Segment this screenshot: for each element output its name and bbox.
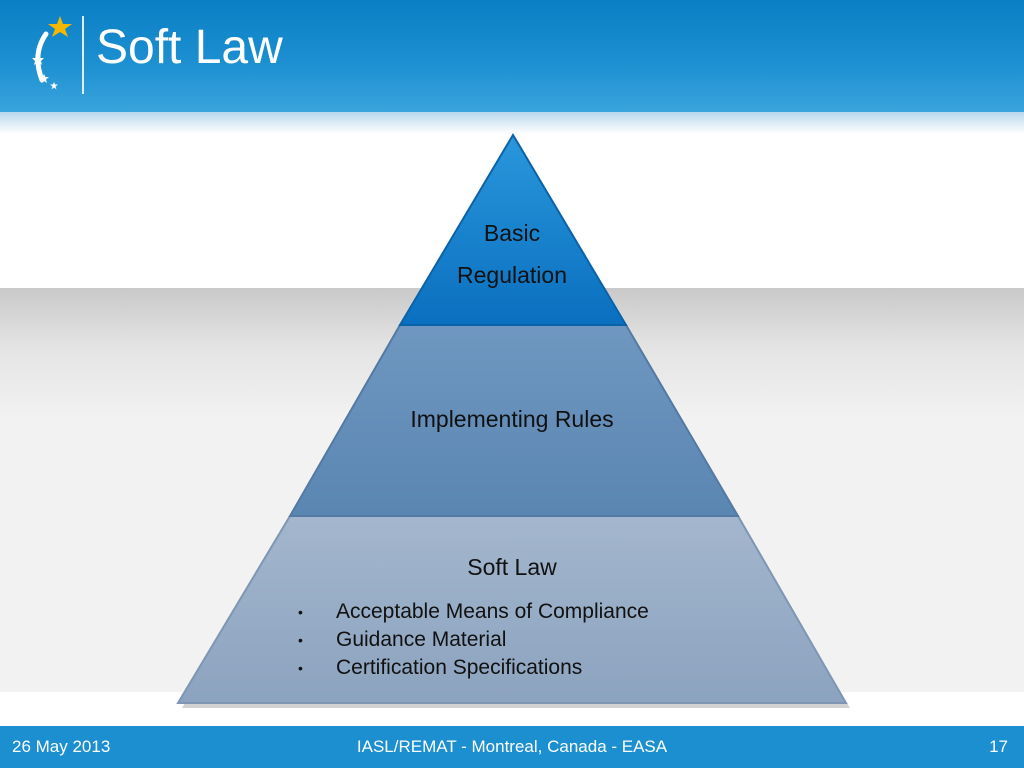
pyramid-tier-top <box>398 133 628 326</box>
list-item-text: Acceptable Means of Compliance <box>336 600 649 623</box>
pyramid-top-label-line1: Basic <box>483 220 541 246</box>
soft-law-bullet-list: • Acceptable Means of Compliance • Guidanc… <box>294 598 649 682</box>
list-item: • Guidance Material <box>294 626 649 654</box>
header-shadow <box>0 112 1024 134</box>
footer-date: 26 May 2013 <box>12 737 111 756</box>
bullet-icon: • <box>298 604 303 620</box>
bullet-icon: • <box>298 660 303 676</box>
pyramid-top-label-line2: Regulation <box>457 262 567 288</box>
bullet-icon: • <box>298 632 303 648</box>
easa-star-logo-icon <box>32 16 72 90</box>
slide-number: 17 <box>989 737 1008 756</box>
pyramid-bottom-label: Soft Law <box>467 554 557 580</box>
pyramid-middle-label: Implementing Rules <box>410 406 614 432</box>
footer-bar: 26 May 2013 IASL/REMAT - Montreal, Canad… <box>0 726 1024 768</box>
list-item: • Certification Specifications <box>294 654 649 682</box>
slide-title: Soft Law <box>96 21 283 74</box>
list-item-text: Certification Specifications <box>336 656 583 679</box>
list-item: • Acceptable Means of Compliance <box>294 598 649 626</box>
footer-event: IASL/REMAT - Montreal, Canada - EASA <box>356 737 668 756</box>
list-item-text: Guidance Material <box>336 628 507 651</box>
logo-divider <box>82 16 84 94</box>
title-bar: Soft Law <box>0 0 1024 112</box>
